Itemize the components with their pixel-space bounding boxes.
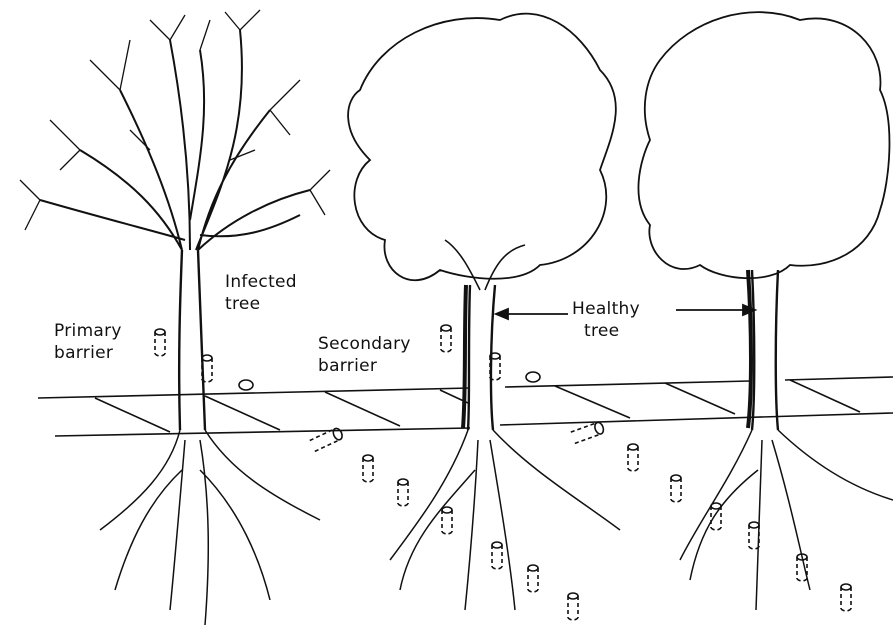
infected-label-line1: Infected [225, 271, 297, 293]
infected-tree [20, 10, 330, 625]
infected-label-line2: tree [225, 293, 297, 315]
primary-label-line2: barrier [54, 342, 122, 364]
infected-tree-label: Infected tree [225, 271, 297, 315]
healthy-tree-label: Healthy tree [572, 298, 640, 342]
primary-label-line1: Primary [54, 320, 122, 342]
secondary-label-line2: barrier [318, 355, 411, 377]
healthy-label-line2: tree [572, 320, 640, 342]
healthy-label-line1: Healthy [572, 298, 640, 320]
barrier-plugs [155, 325, 851, 620]
primary-barrier-label: Primary barrier [54, 320, 122, 364]
secondary-barrier-label: Secondary barrier [318, 333, 411, 377]
secondary-label-line1: Secondary [318, 333, 411, 355]
healthy-tree-right [638, 12, 893, 610]
